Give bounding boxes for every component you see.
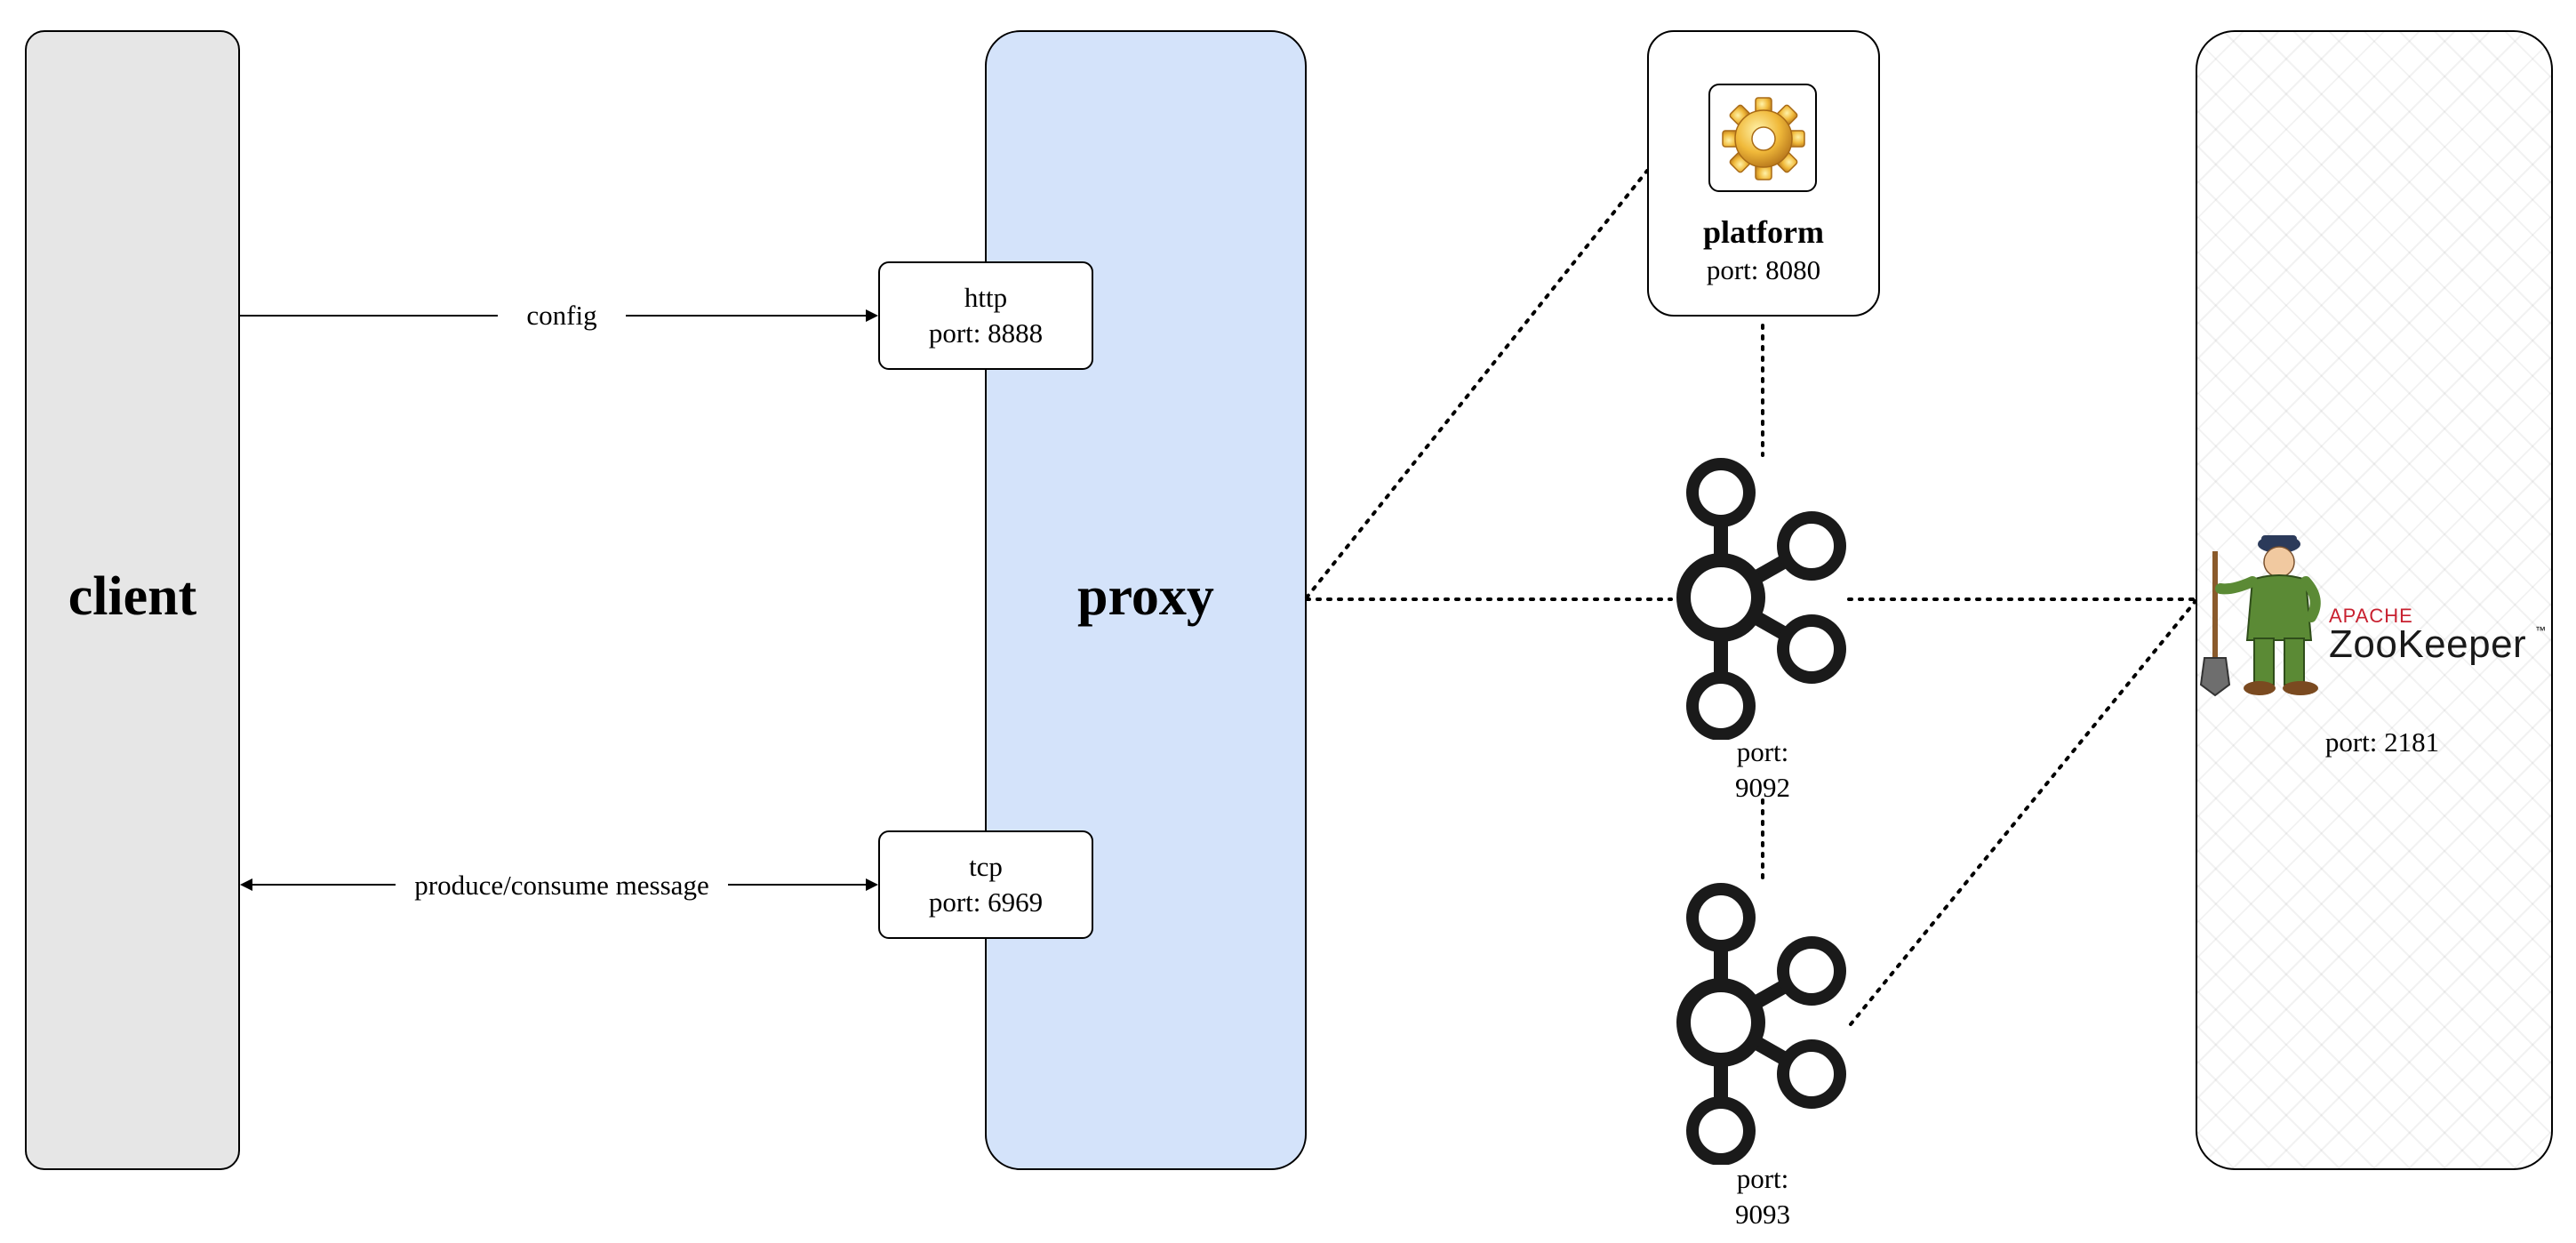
broker1-port-line1: port:: [1736, 736, 1789, 767]
tcp-name: tcp: [969, 851, 1003, 882]
broker2-port: port: 9093: [1696, 1161, 1829, 1232]
zookeeper-port: port: 2181: [2324, 726, 2440, 758]
broker2-port-line2: 9093: [1735, 1199, 1790, 1230]
client-container: [25, 30, 240, 1170]
broker1-port: port: 9092: [1696, 734, 1829, 806]
zookeeper-keeper-icon: [2199, 535, 2321, 697]
platform-port: port: 8080: [1706, 254, 1821, 285]
config-label: config: [498, 298, 626, 333]
http-port: port: 8888: [928, 317, 1044, 349]
proxy-to-platform-link: [1305, 169, 1649, 599]
platform-icon-frame: [1708, 84, 1817, 192]
http-name: http: [964, 282, 1008, 313]
broker1-port-line2: 9092: [1735, 772, 1790, 803]
broker2-to-zookeeper-link: [1849, 599, 2197, 1026]
kafka-icon: [1676, 458, 1846, 740]
kafka-icon: [1676, 883, 1846, 1165]
proxy-label: proxy: [1077, 566, 1214, 627]
zookeeper-trademark: ™: [2535, 624, 2546, 637]
zookeeper-brand-name: ZooKeeper: [2329, 622, 2527, 666]
gear-icon: [1722, 97, 1805, 180]
client-label: client: [68, 566, 197, 627]
tcp-port-box: tcp port: 6969: [878, 830, 1093, 939]
platform-name: platform: [1703, 214, 1824, 250]
zookeeper-brand-top: APACHE: [2329, 605, 2413, 627]
tcp-port: port: 6969: [928, 886, 1044, 918]
broker2-port-line1: port:: [1736, 1163, 1789, 1194]
proxy-container: [985, 30, 1307, 1170]
http-port-box: http port: 8888: [878, 261, 1093, 370]
messages-label: produce/consume message: [396, 868, 728, 903]
